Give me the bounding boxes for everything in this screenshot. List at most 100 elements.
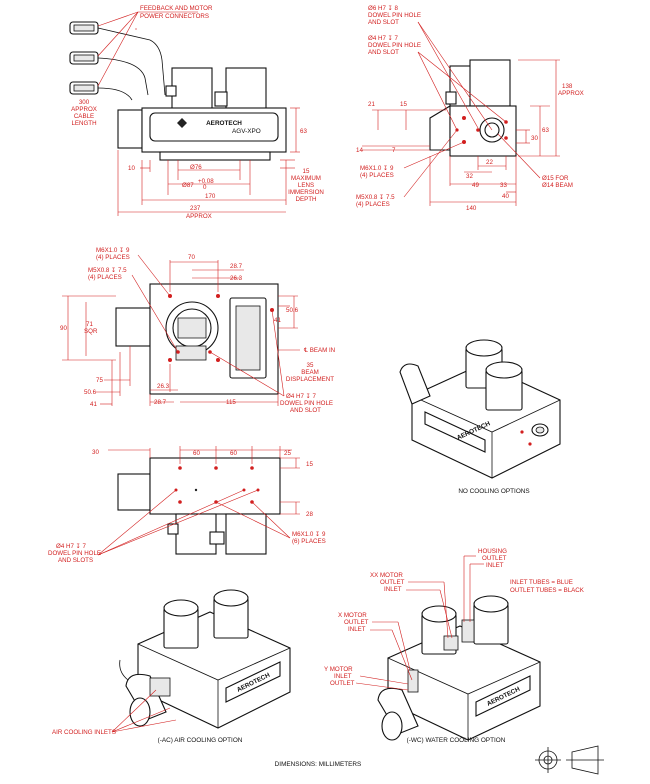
m6-bottom-2: (6) PLACES xyxy=(292,538,326,545)
lens-1: 15 xyxy=(303,168,310,175)
dim-237: 237 xyxy=(190,205,201,212)
dowel-bottom-3: AND SLOTS xyxy=(58,557,93,564)
tubes-1: INLET TUBES = BLUE xyxy=(510,579,573,586)
dowel-top2-3: AND SLOT xyxy=(368,49,399,56)
y-motor-3: OUTLET xyxy=(330,680,355,687)
beam-disp-1: 35 xyxy=(307,362,314,369)
dowel-top-2: DOWEL PIN HOLE xyxy=(368,12,421,19)
iso-air-cooling: AEROTECH AIR COOLING INLETS (-AC) AIR CO… xyxy=(52,589,291,744)
x-motor-1: X MOTOR xyxy=(338,612,367,619)
m5-side-2: (4) PLACES xyxy=(356,201,390,208)
lens-3: LENS xyxy=(298,182,314,189)
plan-view: M6X1.0 ↧ 9 (4) PLACES M5X0.8 ↧ 7.5 (4) P… xyxy=(60,247,335,414)
beam-disp-2: BEAM xyxy=(301,369,319,376)
cable-label-1: 300 xyxy=(79,99,90,106)
dim-10: 10 xyxy=(128,165,135,172)
dim-49: 49 xyxy=(472,182,479,189)
beam-in: ℄ BEAM IN xyxy=(303,347,335,354)
bottom-body xyxy=(149,457,281,515)
dowel-plan-2: DOWEL PIN HOLE xyxy=(280,400,333,407)
dim-170: 170 xyxy=(205,193,216,200)
dim-70: 70 xyxy=(188,254,195,261)
connector-2 xyxy=(69,51,149,96)
approx-138-1: 138 xyxy=(562,83,573,90)
dowel-bottom-1: Ø4 H7 ↧ 7 xyxy=(56,543,87,550)
dowel-plan-1: Ø4 H7 ↧ 7 xyxy=(286,393,317,400)
m5-side-1: M5X0.8 ↧ 7.5 xyxy=(356,194,395,201)
dim-28-7: 28.7 xyxy=(230,263,243,270)
projection-symbol-icon xyxy=(535,745,604,775)
caption-wc: (-WC) WATER COOLING OPTION xyxy=(407,737,506,744)
xx-motor-1: XX MOTOR xyxy=(370,572,403,579)
dim-7: 7 xyxy=(392,147,396,154)
x-motor xyxy=(171,67,213,111)
dowel-top-3: AND SLOT xyxy=(368,19,399,26)
dim-26-3: 26.3 xyxy=(230,275,243,282)
lens-2: MAXIMUM xyxy=(291,175,321,182)
dowel-top2-2: DOWEL PIN HOLE xyxy=(368,42,421,49)
cable-label-4: LENGTH xyxy=(71,120,96,127)
y-motor-1: Y MOTOR xyxy=(324,666,353,673)
dim-21: 21 xyxy=(368,101,375,108)
connector-3 xyxy=(69,81,133,101)
iso-no-cooling: AEROTECH NO COOLING OPTIONS xyxy=(399,339,561,495)
dim-tol: +0.08 xyxy=(198,178,214,185)
dim-50-6b: 50.6 xyxy=(84,389,97,396)
dim-tol0: 0 xyxy=(203,184,207,191)
y-motor xyxy=(225,67,267,111)
dim-28: 28 xyxy=(306,511,313,518)
connector-1 xyxy=(69,21,166,96)
feedback-label-1: FEEDBACK AND MOTOR xyxy=(140,5,213,12)
housing-1: HOUSING xyxy=(478,548,507,555)
m5-plan-2: (4) PLACES xyxy=(88,274,122,281)
m5-plan-1: M5X0.8 ↧ 7.5 xyxy=(88,267,127,274)
dim-76: Ø76 xyxy=(190,164,202,171)
dim-50-6: 50.6 xyxy=(286,307,299,314)
dim-28-7b: 28.7 xyxy=(154,399,167,406)
iso-water-cooling: AEROTECH HOUSING OUTLET INLET XX MOTOR O… xyxy=(324,548,585,744)
dim-63: 63 xyxy=(300,128,307,135)
dim-32: 32 xyxy=(466,173,473,180)
dim-63b: 63 xyxy=(542,127,549,134)
caption-ac: (-AC) AIR COOLING OPTION xyxy=(158,737,243,744)
beam15-1: Ø15 FOR xyxy=(542,175,569,182)
dim-26-3b: 26.3 xyxy=(157,383,170,390)
beam15-2: Ø14 BEAM xyxy=(542,182,573,189)
brand-logo-front: AEROTECH xyxy=(206,120,242,127)
y-motor-2: INLET xyxy=(334,673,352,680)
dim-41b: 41 xyxy=(90,401,97,408)
dim-75: 75 xyxy=(96,377,103,384)
air-inlets-label: AIR COOLING INLETS xyxy=(52,729,116,736)
side-view: Ø6 H7 ↧ 8 DOWEL PIN HOLE AND SLOT Ø4 H7 … xyxy=(356,5,584,212)
dim-115: 115 xyxy=(226,399,236,406)
side-motor xyxy=(117,109,143,149)
dowel-top2-1: Ø4 H7 ↧ 7 xyxy=(368,35,399,42)
front-view: FEEDBACK AND MOTOR POWER CONNECTORS 300 … xyxy=(69,5,324,220)
m6-plan-1: M6X1.0 ↧ 9 xyxy=(96,247,130,254)
m6-bottom-1: M6X1.0 ↧ 9 xyxy=(292,531,326,538)
dim-40: 40 xyxy=(502,193,509,200)
dim-60a: 60 xyxy=(193,450,200,457)
dim-14: 14 xyxy=(356,147,363,154)
xx-motor-2: OUTLET xyxy=(380,579,405,586)
dim-approx: APPROX xyxy=(186,213,212,220)
dowel-top-1: Ø6 H7 ↧ 8 xyxy=(368,5,399,12)
m6-side-2: (4) PLACES xyxy=(360,172,394,179)
housing-2: OUTLET xyxy=(482,555,507,562)
dim-30b: 30 xyxy=(92,449,99,456)
lens-4: IMMERSION xyxy=(288,189,324,196)
m6-plan-2: (4) PLACES xyxy=(96,254,130,261)
housing-3: INLET xyxy=(486,562,504,569)
x-motor-2: OUTLET xyxy=(344,619,369,626)
cable-label-3: CABLE xyxy=(74,113,94,120)
dim-15: 15 xyxy=(400,101,407,108)
lens-5: DEPTH xyxy=(296,196,317,203)
dim-30: 30 xyxy=(531,135,538,142)
caption-no-cooling: NO COOLING OPTIONS xyxy=(458,488,529,495)
sqr-1: 71 xyxy=(86,321,93,328)
tubes-2: OUTLET TUBES = BLACK xyxy=(510,587,585,594)
dim-33: 33 xyxy=(500,182,507,189)
xx-motor-3: INLET xyxy=(384,586,402,593)
dim-60b: 60 xyxy=(230,450,237,457)
